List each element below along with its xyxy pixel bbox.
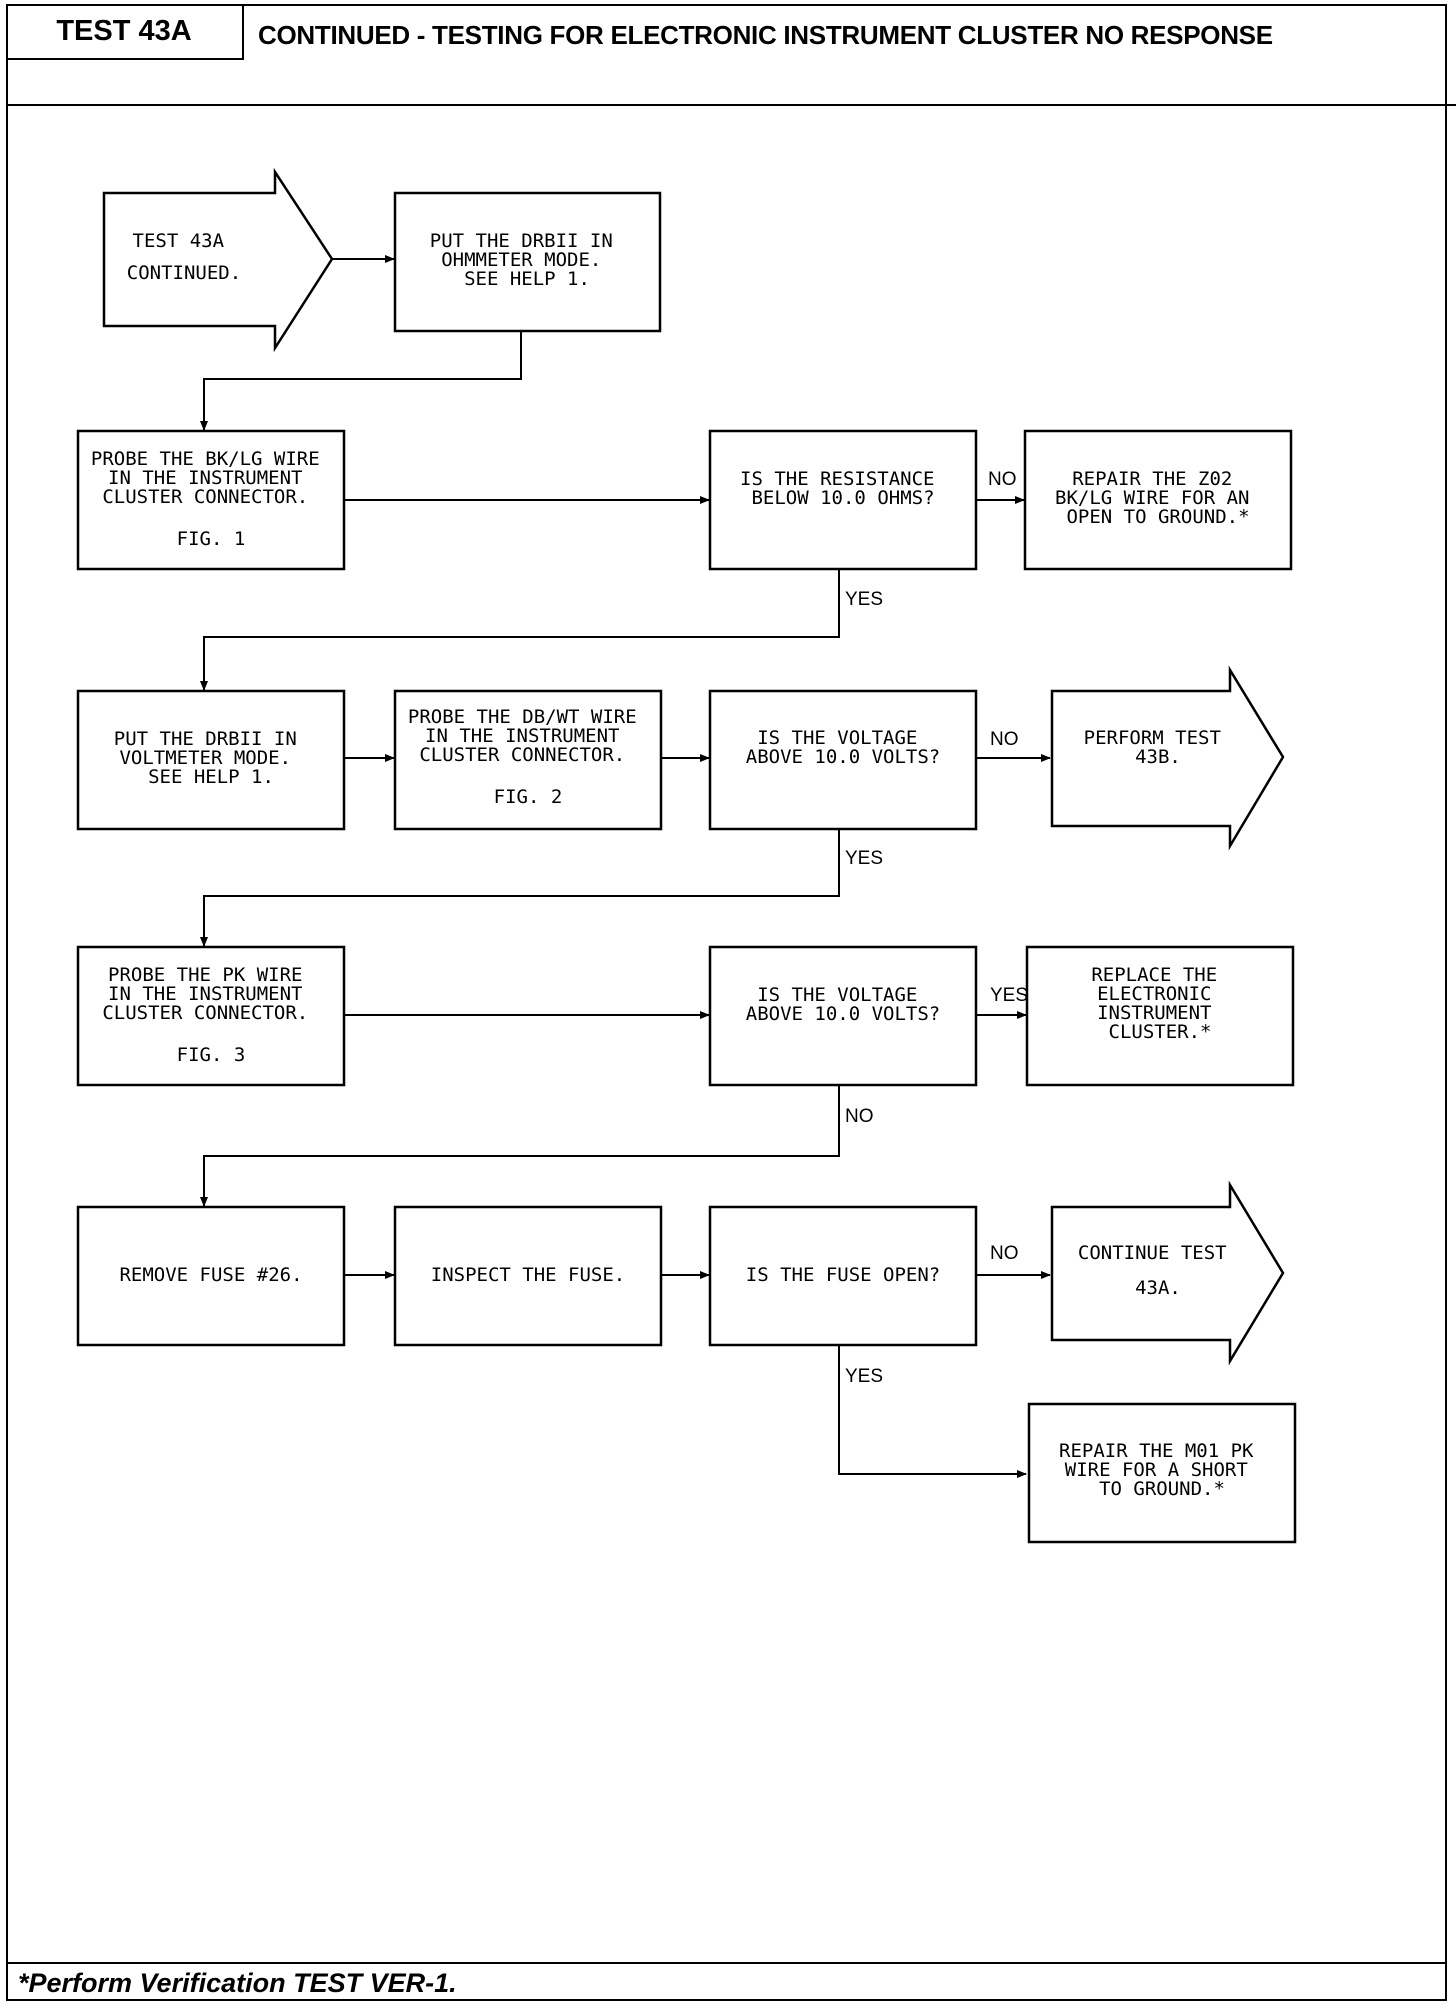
inspect-fuse-text: INSPECT THE FUSE. [431, 1264, 625, 1286]
repair-z02-text: REPAIR THE Z02 BK/LG WIRE FOR AN OPEN TO… [1055, 468, 1261, 528]
voltmeter-step-text: PUT THE DRBII IN VOLTMETER MODE. SEE HEL… [114, 728, 308, 788]
probe-bklg-line-1: PROBE THE BK/LG WIRE [91, 448, 320, 470]
arrow-resistance-yes [200, 569, 840, 691]
probe-pk-line-2: IN THE INSTRUMENT [108, 983, 302, 1005]
replace-cluster-line-4: CLUSTER.* [1109, 1021, 1212, 1043]
probe-dbwt-fig: FIG. 2 [494, 786, 563, 808]
arrow-voltage-1-yes [200, 829, 840, 947]
start-terminal-text: TEST 43A CONTINUED. [127, 230, 241, 284]
probe-pk-fig: FIG. 3 [177, 1044, 246, 1066]
resistance-line-2: BELOW 10.0 OHMS? [751, 487, 934, 509]
ohmmeter-step-text: PUT THE DRBII IN OHMMETER MODE. SEE HELP… [430, 230, 624, 290]
label-yes-2: YES [845, 848, 883, 869]
probe-pk-text: PROBE THE PK WIRE IN THE INSTRUMENT CLUS… [102, 964, 319, 1066]
footer-divider [6, 1962, 1447, 1964]
replace-cluster-box [1025, 945, 1295, 1087]
repair-z02-box [1023, 429, 1293, 571]
label-yes-4: YES [845, 1366, 883, 1387]
header-divider [6, 104, 1456, 106]
remove-fuse-text: REMOVE FUSE #26. [119, 1264, 302, 1286]
ohmmeter-step-box [393, 191, 662, 333]
start-line-2: CONTINUED. [127, 262, 241, 284]
voltmeter-line-3: SEE HELP 1. [148, 766, 274, 788]
repair-m01-line-2: WIRE FOR A SHORT [1065, 1459, 1248, 1481]
continue-43a-text: CONTINUE TEST 43A. [1078, 1242, 1238, 1299]
perform-43b-line-1: PERFORM TEST [1084, 727, 1221, 749]
voltage-question-1-text: IS THE VOLTAGE ABOVE 10.0 VOLTS? [746, 727, 940, 768]
ohmmeter-line-2: OHMMETER MODE. [441, 249, 601, 271]
resistance-line-1: IS THE RESISTANCE [740, 468, 934, 490]
probe-dbwt-line-1: PROBE THE DB/WT WIRE [408, 706, 637, 728]
resistance-question-box [708, 429, 978, 571]
repair-m01-line-1: REPAIR THE M01 PK [1059, 1440, 1254, 1462]
continue-43a-line-2: 43A. [1135, 1277, 1181, 1299]
probe-dbwt-line-2: IN THE INSTRUMENT [425, 725, 619, 747]
arrow-ohmmeter-to-probe-bklg [200, 331, 522, 431]
resistance-question-text: IS THE RESISTANCE BELOW 10.0 OHMS? [740, 468, 946, 509]
repair-z02-line-1: REPAIR THE Z02 [1072, 468, 1232, 490]
ohmmeter-line-1: PUT THE DRBII IN [430, 230, 613, 252]
arrow-voltage-2-no [200, 1085, 840, 1207]
perform-43b-line-2: 43B. [1135, 746, 1181, 768]
replace-cluster-line-3: INSTRUMENT [1097, 1002, 1211, 1024]
voltage-q2-line-1: IS THE VOLTAGE [757, 984, 917, 1006]
probe-dbwt-box [393, 689, 663, 831]
repair-z02-line-2: BK/LG WIRE FOR AN [1055, 487, 1249, 509]
fuse-question-text: IS THE FUSE OPEN? [746, 1264, 940, 1286]
arrow-fuse-yes [838, 1345, 1027, 1478]
ohmmeter-line-3: SEE HELP 1. [464, 268, 590, 290]
voltage-q1-line-1: IS THE VOLTAGE [757, 727, 917, 749]
probe-pk-line-3: CLUSTER CONNECTOR. [102, 1002, 308, 1024]
voltage-question-1-box [708, 689, 978, 831]
probe-dbwt-text: PROBE THE DB/WT WIRE IN THE INSTRUMENT C… [408, 706, 648, 808]
voltage-q2-line-2: ABOVE 10.0 VOLTS? [746, 1003, 940, 1025]
repair-z02-line-3: OPEN TO GROUND.* [1066, 506, 1249, 528]
repair-m01-text: REPAIR THE M01 PK WIRE FOR A SHORT TO GR… [1059, 1440, 1265, 1500]
replace-cluster-text: REPLACE THE ELECTRONIC INSTRUMENT CLUSTE… [1091, 964, 1228, 1043]
voltmeter-line-2: VOLTMETER MODE. [119, 747, 291, 769]
start-terminal-shape [102, 167, 334, 353]
voltmeter-step-box [76, 689, 346, 831]
probe-bklg-line-2: IN THE INSTRUMENT [108, 467, 302, 489]
replace-cluster-line-2: ELECTRONIC [1097, 983, 1211, 1005]
probe-bklg-box [76, 429, 346, 571]
repair-m01-line-3: TO GROUND.* [1099, 1478, 1225, 1500]
label-no-3: NO [845, 1106, 874, 1127]
continue-43a-line-1: CONTINUE TEST [1078, 1242, 1227, 1264]
label-no-2: NO [990, 729, 1019, 750]
inspect-fuse-box [393, 1205, 663, 1347]
voltage-question-2-box [708, 945, 978, 1087]
continue-43a-terminal-shape [1050, 1180, 1285, 1366]
perform-43b-text: PERFORM TEST 43B. [1084, 727, 1233, 768]
perform-43b-terminal-shape [1050, 665, 1285, 851]
test-number-label: TEST 43A [6, 4, 244, 60]
start-line-1: TEST 43A [133, 230, 225, 252]
label-no-4: NO [990, 1243, 1019, 1264]
repair-m01-box [1027, 1402, 1297, 1544]
fuse-question-box [708, 1205, 978, 1347]
voltmeter-line-1: PUT THE DRBII IN [114, 728, 297, 750]
voltage-question-2-text: IS THE VOLTAGE ABOVE 10.0 VOLTS? [746, 984, 940, 1025]
page-title: CONTINUED - TESTING FOR ELECTRONIC INSTR… [258, 20, 1273, 50]
probe-bklg-fig: FIG. 1 [177, 528, 246, 550]
remove-fuse-box [76, 1205, 346, 1347]
probe-bklg-line-3: CLUSTER CONNECTOR. [102, 486, 308, 508]
probe-pk-line-1: PROBE THE PK WIRE [108, 964, 302, 986]
label-yes-1: YES [845, 589, 883, 610]
page-frame [6, 4, 1447, 2001]
voltage-q1-line-2: ABOVE 10.0 VOLTS? [746, 746, 940, 768]
probe-dbwt-line-3: CLUSTER CONNECTOR. [419, 744, 625, 766]
label-no-1: NO [988, 469, 1017, 490]
replace-cluster-line-1: REPLACE THE [1091, 964, 1217, 986]
probe-bklg-text: PROBE THE BK/LG WIRE IN THE INSTRUMENT C… [91, 448, 331, 550]
label-yes-3: YES [990, 985, 1028, 1006]
footer-note: *Perform Verification TEST VER-1. [18, 1968, 457, 1998]
